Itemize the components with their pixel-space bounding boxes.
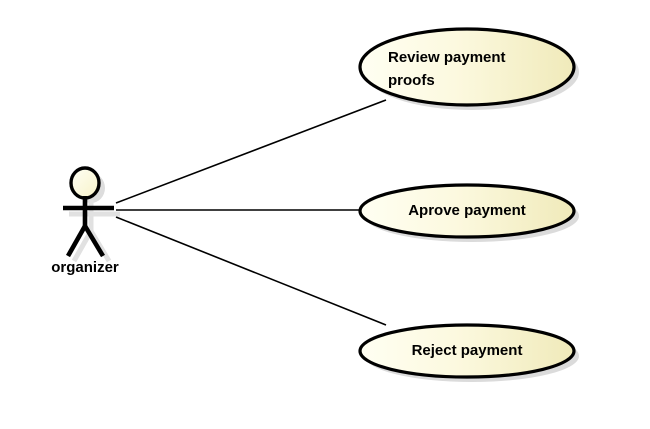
association-lines bbox=[115, 99, 387, 326]
use-case-label-line-1: Reject payment bbox=[412, 342, 523, 359]
use-case-ellipse bbox=[358, 183, 576, 239]
actor-label-organizer: organizer bbox=[51, 259, 119, 276]
use-case-aprove-payment[interactable]: Aprove payment bbox=[358, 183, 579, 242]
use-case-label-line-1: Review payment bbox=[388, 49, 506, 66]
actor-right-leg-icon bbox=[83, 224, 105, 258]
use-case-label-line-1: Aprove payment bbox=[408, 202, 526, 219]
actor-organizer[interactable]: organizer bbox=[51, 166, 120, 276]
actor-head-icon bbox=[69, 166, 101, 200]
use-case-ellipse bbox=[358, 27, 576, 107]
use-case-reject-payment[interactable]: Reject payment bbox=[358, 323, 579, 382]
use-case-ellipse bbox=[358, 323, 576, 379]
use-case-label-line-2: proofs bbox=[388, 72, 435, 89]
use-case-review-payment-proofs[interactable]: Review payment proofs bbox=[358, 27, 579, 110]
association-organizer-reject-payment[interactable] bbox=[115, 216, 387, 326]
actor-body-icon bbox=[63, 196, 114, 258]
association-organizer-review-payment-proofs[interactable] bbox=[115, 99, 387, 204]
actor-left-leg-icon bbox=[65, 224, 88, 258]
